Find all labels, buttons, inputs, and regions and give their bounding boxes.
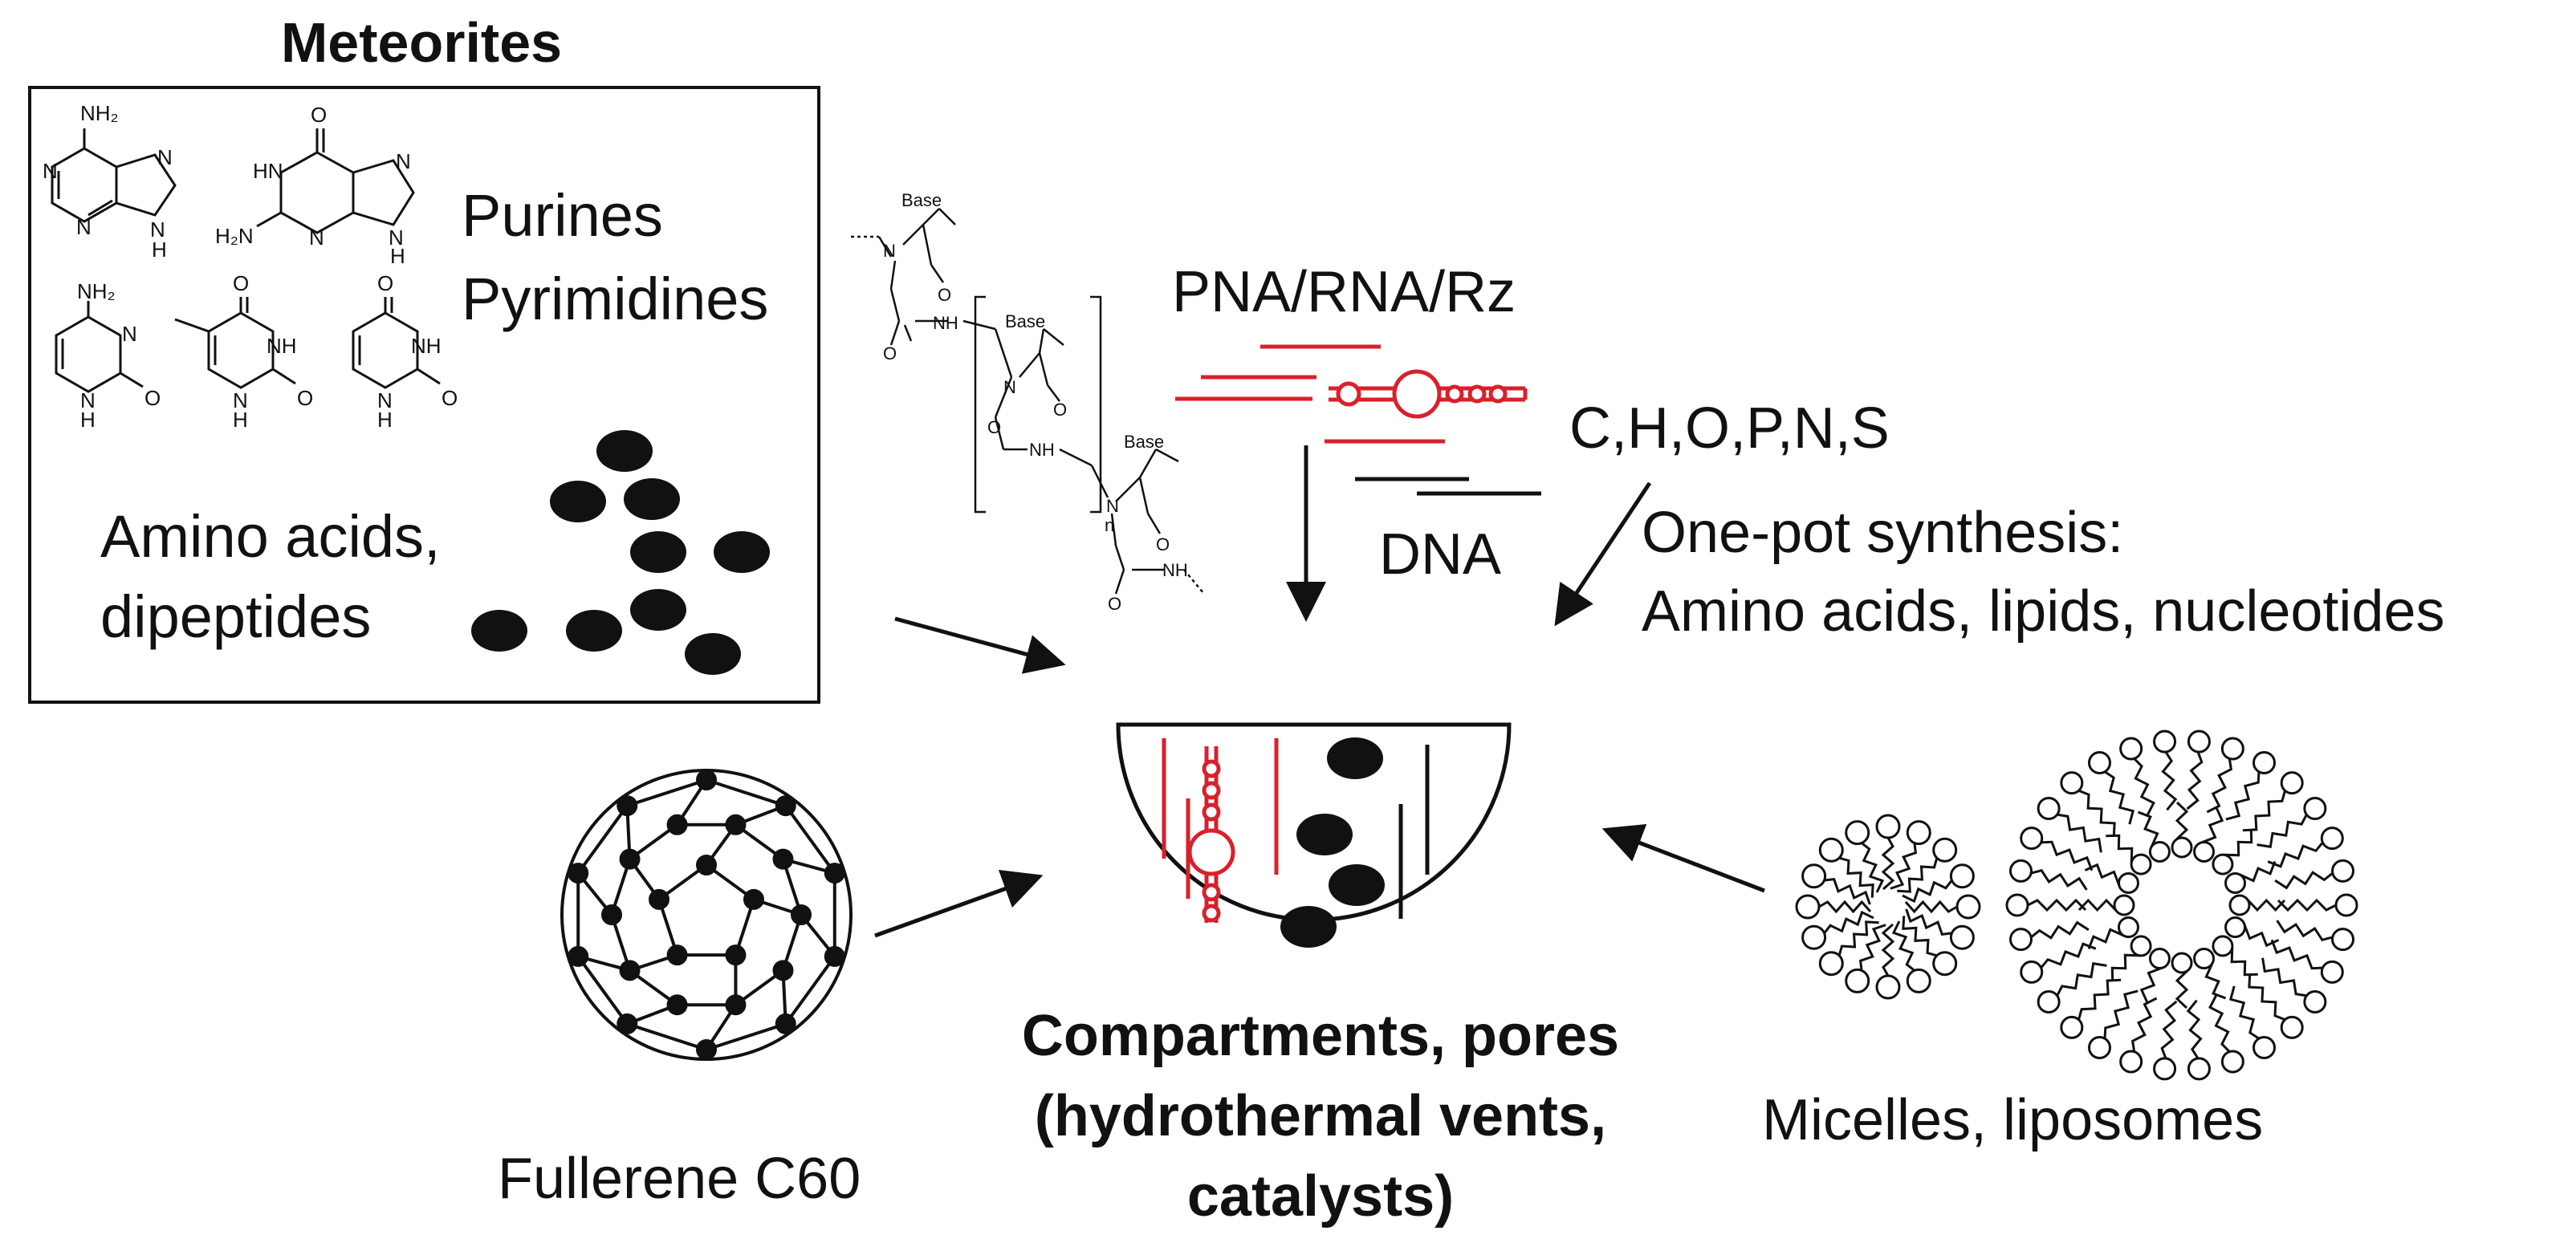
- micelles-liposomes-label: Micelles, liposomes: [1762, 1088, 2264, 1152]
- thymine-h: H: [233, 408, 248, 432]
- pna-base-2: Base: [1005, 311, 1045, 331]
- guanine-n3: N: [309, 225, 324, 250]
- adenine-n1: N: [43, 159, 58, 183]
- pna-rna-rz-label: PNA/RNA/Rz: [1172, 260, 1516, 324]
- thymine-o2: O: [297, 386, 313, 410]
- pyrimidines-label: Pyrimidines: [462, 266, 769, 332]
- uracil-h: H: [377, 408, 393, 432]
- guanine-structure: [256, 128, 415, 234]
- cytosine-n3: N: [122, 322, 137, 346]
- pna-nh-2: NH: [1029, 440, 1055, 460]
- compartments-label-line1: Compartments, pores: [1021, 1004, 1620, 1068]
- arrow-elements: [1554, 481, 1652, 627]
- thymine-o1: O: [233, 271, 249, 295]
- micelle: [1795, 814, 1981, 1000]
- pna-n-3: N: [1106, 496, 1119, 516]
- pna-base-3: Base: [1124, 432, 1164, 452]
- liposome: [2005, 729, 2358, 1081]
- uracil-n: N: [377, 388, 393, 412]
- thymine-structure: [174, 297, 296, 389]
- adenine-nh: N: [150, 217, 165, 242]
- pna-o-3: O: [1053, 400, 1067, 420]
- meteorites-title: Meteorites: [281, 11, 563, 74]
- pna-n-2: N: [1003, 377, 1016, 397]
- arrow-fullerene: [874, 870, 1044, 938]
- guanine-hn: HN: [253, 159, 283, 183]
- cytosine-nh2: NH₂: [77, 279, 116, 303]
- elements-label: C,H,O,P,N,S: [1569, 396, 1890, 461]
- adenine-structure: [51, 128, 177, 223]
- guanine-h: H: [390, 244, 405, 268]
- dna-label: DNA: [1379, 522, 1502, 587]
- pna-nh-3: NH: [1162, 560, 1188, 580]
- thymine-nh: NH: [267, 334, 297, 358]
- adenine-h: H: [152, 238, 167, 262]
- guanine-n9: N: [389, 225, 404, 250]
- uracil-structure: [352, 297, 441, 389]
- cytosine-structure: [55, 301, 144, 393]
- uracil-o2: O: [442, 386, 458, 410]
- adenine-n7: N: [157, 145, 173, 169]
- guanine-h2n: H₂N: [215, 224, 254, 248]
- guanine-o: O: [311, 103, 327, 127]
- synthesis-products-label: Amino acids, lipids, nucleotides: [1642, 579, 2445, 644]
- amino-acid-dots: [471, 430, 770, 675]
- meteorites-box: [28, 86, 820, 704]
- uracil-nh: NH: [411, 334, 442, 358]
- adenine-n3: N: [76, 215, 92, 239]
- cytosine-h: H: [80, 408, 96, 432]
- pna-o-4: O: [987, 417, 1001, 437]
- pna-o-6: O: [1108, 594, 1121, 614]
- pna-base-1: Base: [901, 190, 942, 210]
- pna-o-1: O: [938, 285, 951, 305]
- fullerene-c60: [560, 769, 853, 1061]
- thymine-n: N: [233, 388, 248, 412]
- pna-structure: [851, 208, 1205, 595]
- arrow-micelles: [1601, 823, 1765, 893]
- amino-acids-label-line1: Amino acids,: [100, 503, 441, 570]
- pna-nh-1: NH: [933, 313, 958, 333]
- amino-acids-label-line2: dipeptides: [100, 583, 372, 650]
- cytosine-n1: N: [80, 388, 96, 412]
- pna-n-subscript: n: [1105, 515, 1114, 535]
- compartments-label-line2: (hydrothermal vents,: [1034, 1084, 1607, 1148]
- pna-rna-strands: [1175, 344, 1445, 444]
- fullerene-label: Fullerene C60: [498, 1147, 861, 1211]
- guanine-n7: N: [396, 149, 411, 173]
- compartments-label-line3: catalysts): [1186, 1164, 1455, 1229]
- dna-strands: [1355, 477, 1541, 496]
- compartment-contents: [1162, 737, 1430, 948]
- pna-n-1: N: [883, 241, 896, 261]
- arrow-meteorites: [894, 616, 1066, 674]
- pna-o-2: O: [883, 343, 897, 364]
- one-pot-synthesis-label: One-pot synthesis:: [1642, 501, 2124, 565]
- adenine-nh2: NH₂: [80, 101, 119, 125]
- pna-o-5: O: [1156, 534, 1170, 554]
- uracil-o1: O: [377, 271, 393, 295]
- cytosine-o: O: [144, 386, 161, 410]
- purines-label: Purines: [462, 182, 663, 249]
- ribozyme-hairpin-red: [1329, 369, 1528, 419]
